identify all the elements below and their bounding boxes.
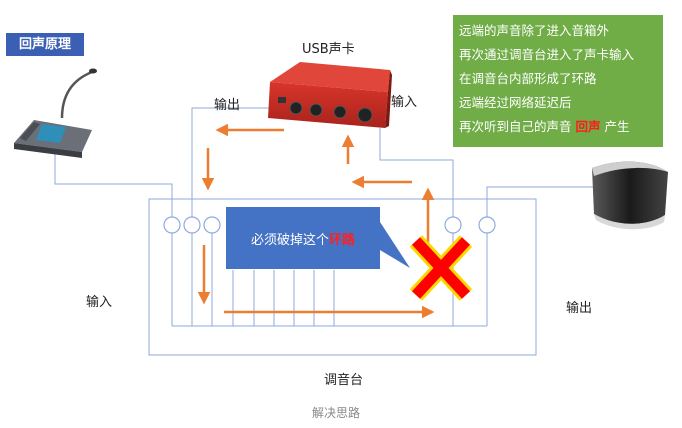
usb-card-icon [268, 62, 392, 128]
mixer-label: 调音台 [324, 373, 364, 388]
title-badge: 回声原理 [6, 33, 84, 56]
note-last-suffix: 产生 [604, 119, 630, 134]
signal-lines [54, 107, 600, 327]
note-line-last: 再次听到自己的声音 回声 产生 [459, 115, 657, 139]
microphone-icon [14, 68, 97, 158]
loop-arrows [197, 123, 435, 319]
caption: 解决思路 [312, 406, 361, 420]
note-last-prefix: 再次听到自己的声音 [459, 119, 572, 134]
usb-card-label: USB声卡 [302, 42, 355, 57]
note-line: 远端的声音除了进入音箱外 [459, 23, 610, 38]
mixer-input-label: 输入 [86, 295, 113, 310]
mixer-output-label: 输出 [566, 301, 593, 316]
usb-output-label: 输出 [214, 98, 241, 113]
callout-box [226, 207, 410, 269]
mixer-ports [163, 216, 496, 234]
callout-prefix: 必须破掉这个 [250, 232, 329, 248]
callout-highlight: 环路 [329, 232, 356, 248]
note-line: 远端经过网络延迟后 [459, 95, 572, 110]
break-cross [409, 235, 473, 301]
note-line: 再次通过调音台进入了声卡输入 [459, 47, 635, 62]
mixer-box [148, 198, 537, 356]
usb-input-label: 输入 [391, 95, 418, 110]
speaker-icon [592, 161, 668, 230]
note-echo-highlight: 回声 [575, 119, 601, 134]
explanation-note: 远端的声音除了进入音箱外 再次通过调音台进入了声卡输入 在调音台内部形成了环路 … [453, 15, 663, 147]
note-line: 在调音台内部形成了环路 [459, 71, 597, 86]
callout-text: 必须破掉这个环路 [226, 207, 380, 269]
